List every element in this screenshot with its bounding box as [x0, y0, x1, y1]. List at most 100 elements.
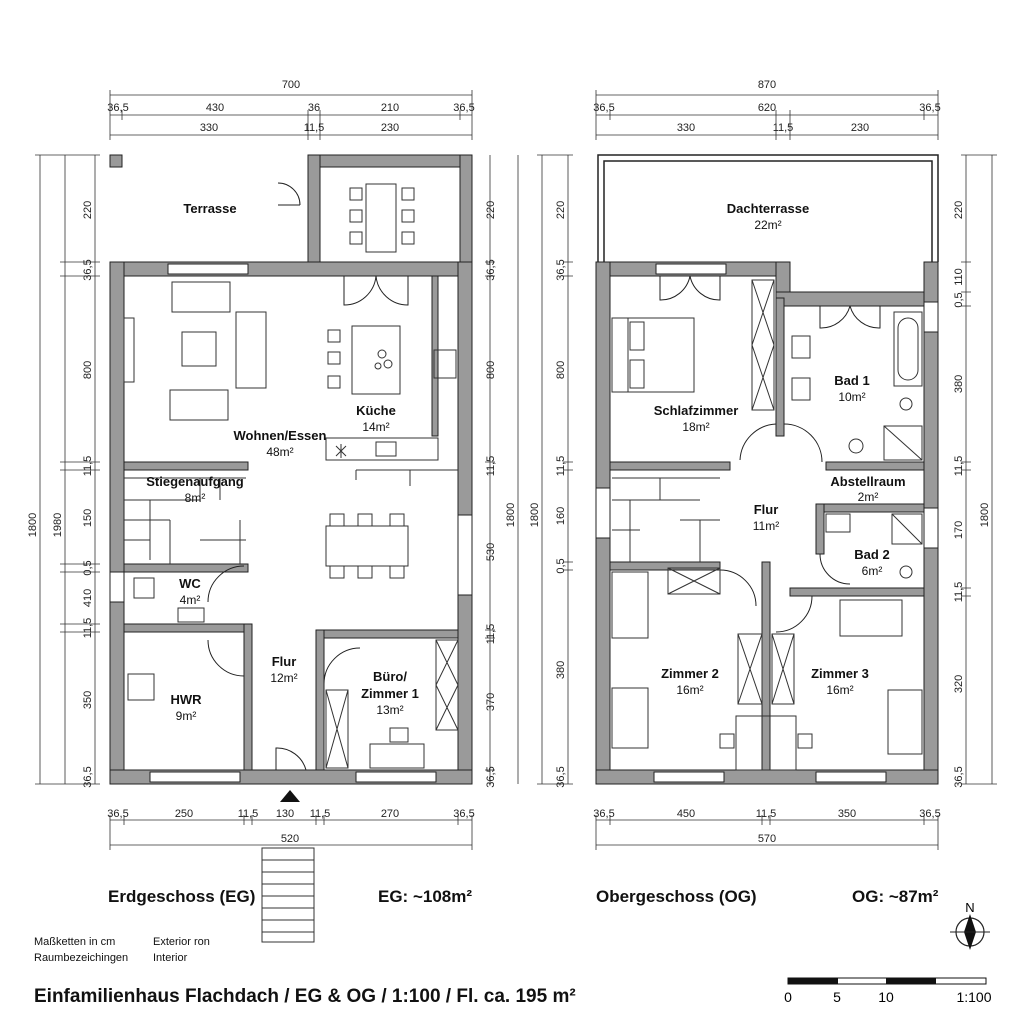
eg-dim-right-8: 36,5 — [485, 766, 497, 787]
room-schlaf-name: Schlafzimmer — [654, 403, 739, 418]
eg-dim-bottom-5: 11,5 — [310, 808, 331, 820]
eg-dim-top-2: 430 — [206, 102, 224, 114]
eg-area-label: EG: ~108m² — [378, 887, 473, 906]
eg-dim-right-2: 36,5 — [485, 259, 497, 280]
og-dim-right-2: 110 — [953, 268, 965, 286]
eg-dim-bottom-7: 36,5 — [453, 808, 474, 820]
eg-dim-top-5: 36,5 — [453, 102, 474, 114]
room-abstell-area: 2m² — [858, 490, 879, 504]
room-flur-eg-name: Flur — [272, 654, 297, 669]
room-buero-name2: Zimmer 1 — [361, 686, 419, 701]
og-dim-bottom-2: 450 — [677, 808, 695, 820]
og-room-labels: Dachterrasse 22m² Schlafzimmer 18m² Bad … — [654, 201, 906, 697]
room-flur-og-name: Flur — [754, 502, 779, 517]
drawing-title: Einfamilienhaus Flachdach / EG & OG / 1:… — [34, 986, 576, 1007]
og-dim-bottom-3: 11,5 — [756, 808, 777, 820]
room-kueche-area: 14m² — [362, 420, 389, 434]
eg-dim-bottom-6: 270 — [381, 808, 399, 820]
og-dim-top-6: 230 — [851, 122, 869, 134]
eg-dim-top-7: 11,5 — [304, 122, 325, 134]
room-wc-area: 4m² — [180, 593, 201, 607]
room-wohnen-area: 48m² — [266, 445, 293, 459]
eg-dim-left-6: 0,5 — [82, 560, 94, 575]
eg-dim-left-9: 350 — [82, 691, 94, 709]
og-dim-top-5: 11,5 — [773, 122, 794, 134]
og-dim-right-4: 380 — [953, 375, 965, 393]
eg-dim-top-6: 330 — [200, 122, 218, 134]
og-dim-left-1: 220 — [555, 201, 567, 219]
og-doors — [659, 275, 881, 633]
eg-dim-left-outer: 1800 — [27, 513, 39, 537]
eg-dim-left-7: 410 — [82, 589, 94, 607]
scale-bar: 0 5 10 1:100 — [784, 977, 992, 1005]
eg-room-labels: Terrasse Wohnen/Essen 48m² Küche 14m² St… — [146, 201, 419, 723]
room-zimmer2-name: Zimmer 2 — [661, 666, 719, 681]
eg-dim-left-2: 36,5 — [82, 259, 94, 280]
eg-label: Erdgeschoss (EG) — [108, 887, 256, 906]
eg-dim-left-1: 220 — [82, 201, 94, 219]
room-flur-og-area: 11m² — [753, 519, 779, 533]
og-dim-right-3: 0,5 — [953, 292, 965, 307]
eg-dim-right-1: 220 — [485, 201, 497, 219]
room-bad1-name: Bad 1 — [834, 373, 869, 388]
og-dim-left-5: 160 — [555, 507, 567, 525]
room-zimmer3-area: 16m² — [826, 683, 853, 697]
eg-dim-right-3: 800 — [485, 361, 497, 379]
legend-line-3: Exterior ron — [153, 936, 210, 948]
scale-ratio: 1:100 — [956, 989, 991, 1005]
eg-dim-right-outer: 1800 — [505, 503, 517, 527]
eg-dim-bottom-3: 11,5 — [238, 808, 259, 820]
eg-doors — [207, 182, 409, 771]
eg-plan — [109, 154, 473, 943]
eg-dim-right-7: 370 — [485, 693, 497, 711]
eg-furniture — [123, 183, 459, 769]
scale-tick-10: 10 — [878, 989, 894, 1005]
room-hwr-area: 9m² — [176, 709, 197, 723]
eg-dim-labels: 700 36,5 430 36 210 36,5 330 11,5 230 18… — [27, 79, 517, 845]
room-stiege-area: 8m² — [185, 491, 206, 505]
scale-tick-5: 5 — [833, 989, 841, 1005]
og-dim-left-4: 11,5 — [555, 456, 567, 477]
eg-dim-left-inner: 1980 — [52, 513, 64, 537]
eg-dim-top-3: 36 — [308, 102, 320, 114]
og-dim-top-4: 330 — [677, 122, 695, 134]
og-dim-bottom-1: 36,5 — [593, 808, 614, 820]
og-dim-right-7: 11,5 — [953, 582, 965, 603]
og-dimensions — [537, 90, 997, 850]
room-stiege-name: Stiegenaufgang — [146, 474, 244, 489]
room-dachterrasse-name: Dachterrasse — [727, 201, 809, 216]
room-flur-eg-area: 12m² — [270, 671, 297, 685]
og-windows — [595, 263, 939, 783]
room-schlaf-area: 18m² — [682, 420, 709, 434]
og-label: Obergeschoss (OG) — [596, 887, 757, 906]
room-zimmer3-name: Zimmer 3 — [811, 666, 869, 681]
eg-dim-right-4: 11,5 — [485, 456, 497, 477]
eg-dim-bottom-2: 250 — [175, 808, 193, 820]
legend-line-4: Interior — [153, 952, 188, 964]
legend-line-2: Raumbezeichingen — [34, 952, 129, 964]
eg-dim-bottom-4: 130 — [276, 808, 294, 820]
room-bad2-name: Bad 2 — [854, 547, 889, 562]
og-dim-right-6: 170 — [953, 521, 965, 539]
room-bad1-area: 10m² — [838, 390, 865, 404]
eg-dim-right-6: 11,5 — [485, 624, 497, 645]
og-dim-left-6: 0,5 — [555, 558, 567, 573]
eg-dim-bottom-1: 36,5 — [107, 808, 128, 820]
scale-tick-0: 0 — [784, 989, 792, 1005]
og-dim-right-8: 320 — [953, 675, 965, 693]
og-area-label: OG: ~87m² — [852, 887, 939, 906]
og-dim-left-2: 36,5 — [555, 259, 567, 280]
room-bad2-area: 6m² — [862, 564, 883, 578]
eg-dim-bottom-total: 520 — [281, 833, 299, 845]
room-wohnen-name: Wohnen/Essen — [234, 428, 327, 443]
og-plan — [595, 154, 939, 785]
entrance-arrow-icon — [280, 790, 300, 802]
room-dachterrasse-area: 22m² — [754, 218, 781, 232]
eg-windows — [109, 263, 473, 783]
og-dim-left-8: 36,5 — [555, 766, 567, 787]
eg-dimensions — [35, 90, 519, 850]
og-dim-labels: 870 36,5 620 36,5 330 11,5 230 1800 220 … — [529, 79, 991, 845]
north-arrow-icon: N — [950, 900, 990, 950]
og-dim-right-1: 220 — [953, 201, 965, 219]
